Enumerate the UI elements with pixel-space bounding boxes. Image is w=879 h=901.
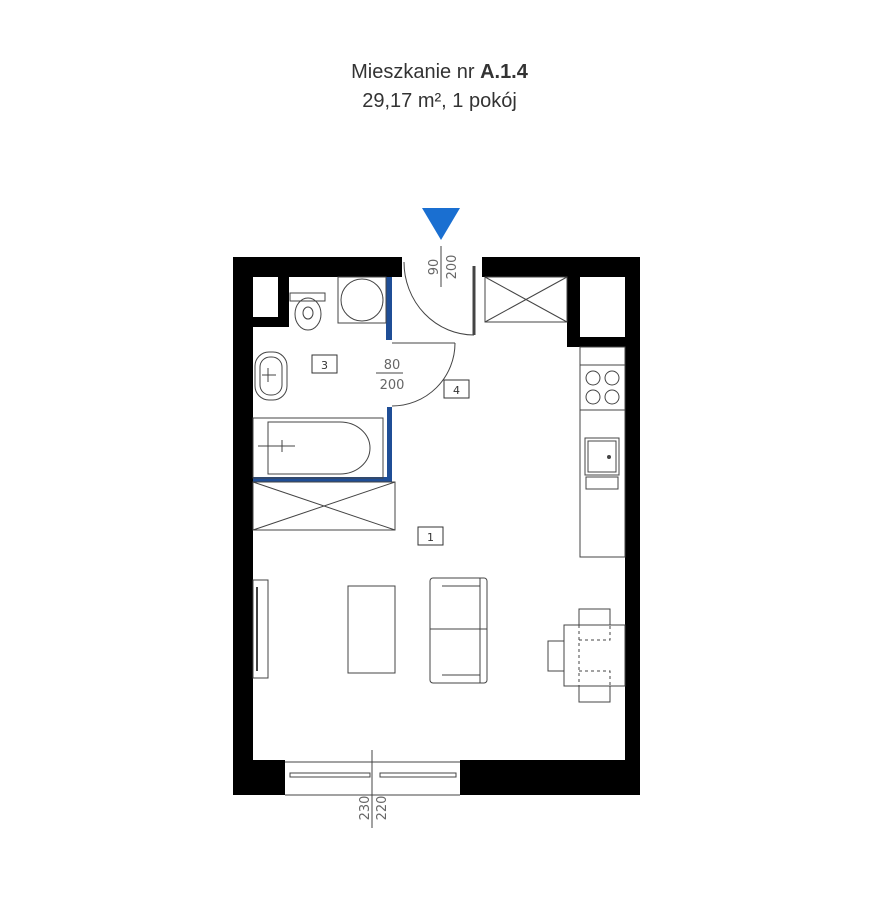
washbasin-icon [254,351,288,401]
window-dim-top: 230 [358,796,373,821]
window-dim-bottom: 220 [375,796,390,821]
entry-door-swing [403,261,475,336]
window [285,750,460,828]
apartment-subtitle: 29,17 m², 1 pokój [362,90,517,112]
bath-door-height: 200 [380,378,405,393]
stove-icon [585,370,620,405]
entrance-arrow-icon [422,208,460,240]
bathroom-walls [253,277,392,482]
entry-door-width: 90 [427,259,442,276]
svg-text:4: 4 [453,384,460,397]
apartment-number: A.1.4 [480,61,528,83]
entry-door-height: 200 [445,255,460,280]
bathtub-icon [252,417,384,479]
room-label-3: 3 [311,354,338,374]
tv-stand [252,579,269,679]
coffee-table [347,585,396,674]
wardrobe-room [252,481,396,531]
svg-text:1: 1 [427,531,434,544]
sink-icon [584,437,620,490]
bath-door-width: 80 [384,358,401,373]
svg-text:3: 3 [321,359,328,372]
sofa-icon [429,577,488,684]
room-label-1: 1 [417,526,444,546]
room-label-4: 4 [443,379,470,399]
wardrobe-entry [484,276,568,323]
dining-table [547,608,626,703]
washing-machine-icon [337,276,387,324]
toilet-icon [289,292,326,331]
bath-door-swing [391,342,456,407]
kitchen-counter [579,346,626,558]
title-prefix: Mieszkanie nr [351,61,481,83]
apartment-title: Mieszkanie nr A.1.4 [0,61,879,84]
outer-walls [233,257,640,795]
